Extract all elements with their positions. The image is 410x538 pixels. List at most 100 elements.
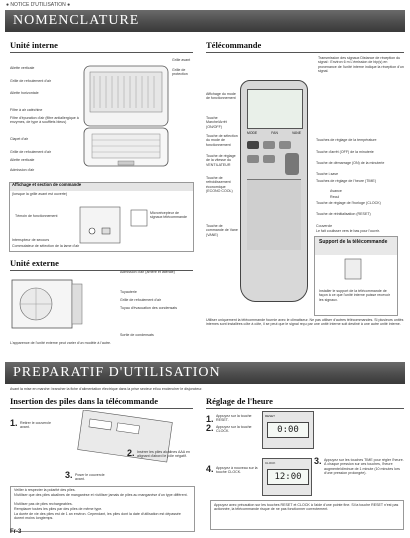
heure-step-3-text: Appuyez sur les touches TIME pour régler… <box>324 458 404 476</box>
label-grille-protection: Grille de protection <box>172 68 188 77</box>
preparatif-banner: PREPARATIF D'UTILISATION <box>5 362 405 384</box>
label-filtre-catechine: Filtre à air catéchine <box>10 108 43 112</box>
outdoor-unit-illustration <box>11 279 83 329</box>
label-clapet: Clapet d'air <box>10 137 29 141</box>
label-econo-cool: Touche de refroidissement économique (EC… <box>206 176 233 194</box>
label-sortie-condensats: Sortie de condensats <box>120 333 154 337</box>
receiver-illustration <box>130 209 148 227</box>
heure-step-2-text: Appuyez sur la touche CLOCK. <box>216 425 252 434</box>
vane-label: VANE <box>292 131 301 135</box>
label-ailette-horizontale: Ailette horizontale <box>10 91 39 95</box>
piles-step-2-text: Insérer les piles alcalines AAA en align… <box>137 450 190 459</box>
label-admission-arriere: Admission d'air (arrière et latérale) <box>120 270 175 274</box>
support-note: Installer le support de la télécommande … <box>319 289 391 302</box>
econo-cool-button[interactable] <box>247 155 259 163</box>
mode-label: MODE <box>247 131 258 135</box>
label-affichage-mode: Affichage du mode de fonctionnement <box>206 92 236 101</box>
section-title: NOMENCLATURE <box>13 13 140 28</box>
piles-note-1: Veiller à respecter la polarité des pile… <box>14 488 76 492</box>
label-clock: Touche de réglage de l'horloge (CLOCK) <box>316 201 381 205</box>
divider <box>10 408 193 409</box>
support-illustration <box>344 258 362 280</box>
remote-clock-illustration-2: CLOCK 12:00 <box>262 458 312 496</box>
label-tuyauterie: Tuyauterie <box>120 290 137 294</box>
label-onoff: Touche Marche/Arrêt (ON/OFF) <box>206 116 227 129</box>
outdoor-note: L'apparence de l'unité externe peut vari… <box>10 341 112 345</box>
piles-step-1-text: Retirer le couvercle avant. <box>20 421 51 430</box>
label-couvercle-note: Le fait coulisser vers le bas pour l'ouv… <box>316 229 380 233</box>
control-section-title: Affichage et section de commande <box>12 182 82 187</box>
control-section-box: Affichage et section de commande (lorsqu… <box>9 182 194 252</box>
indoor-unit-illustration <box>83 65 169 167</box>
support-box: Support de la télécommande Installer le … <box>314 236 398 316</box>
control-panel-illustration <box>79 206 121 244</box>
remote-display <box>247 89 303 129</box>
reset-label: RESET <box>265 414 276 418</box>
piles-step-3-text: Poser le couvercle avant. <box>75 473 105 482</box>
remote-control-illustration: MODE FAN VANE <box>240 80 308 302</box>
remote-cover[interactable] <box>247 179 301 250</box>
heure-step-2-number: 2. <box>206 423 214 433</box>
label-timer-off: Touche d'arrêt (OFF) de la minuterie <box>316 150 374 154</box>
page-number: Fr-3 <box>10 529 22 535</box>
label-grille-avant: Grille avant <box>172 58 191 62</box>
label-avance: Avance <box>330 189 342 193</box>
heure-title: Réglage de l'heure <box>206 396 273 406</box>
temperature-buttons[interactable] <box>285 153 299 175</box>
label-grille-refoulement: Grille de refoulement d'air <box>10 79 52 83</box>
divider <box>10 52 193 53</box>
label-grille-refoulement-2: Grille de refoulement d'air <box>10 150 52 154</box>
label-temperature: Touches de réglage de la température <box>316 138 377 142</box>
piles-note-3: N'utiliser pas de piles rechargeables. <box>14 502 73 506</box>
fan-button[interactable] <box>279 141 291 149</box>
telecommande-title: Télécommande <box>206 40 262 50</box>
divider <box>206 52 404 53</box>
piles-note-5: La durée de vie des piles est de 1 an en… <box>14 512 181 521</box>
label-isave: Touche i-save <box>316 172 339 176</box>
battery-illustration <box>77 410 173 463</box>
label-temoin: Témoin de fonctionnement <box>15 214 58 218</box>
piles-note-2: N'utiliser que des piles alcalines de ma… <box>14 493 188 497</box>
control-section-subtitle: (lorsque la grille avant est ouverte) <box>12 192 68 196</box>
heure-step-1-number: 1. <box>206 414 214 424</box>
divider <box>10 270 193 271</box>
label-admission-air: Admission d'air <box>10 168 35 172</box>
heure-step-4-number: 4. <box>206 464 214 474</box>
vane-button[interactable] <box>263 155 275 163</box>
piles-title: Insertion des piles dans la télécommande <box>10 396 159 406</box>
label-couvercle: Couvercle <box>316 224 333 228</box>
label-interrupteur-secours: Interrupteur de secours <box>12 238 50 242</box>
piles-step-1-number: 1. <box>10 418 18 428</box>
label-ailette-verticale: Ailette verticale <box>10 66 35 70</box>
clock-display-1: 0:00 <box>267 422 309 438</box>
heure-step-4-text: Appuyez à nouveau sur la touche CLOCK. <box>216 466 258 475</box>
remote-screen-labels: MODE FAN VANE <box>247 131 301 141</box>
label-tuyau-evacuation: Tuyau d'évacuation des condensats <box>120 306 178 310</box>
label-filtre-epuration: Filtre d'épuration d'air (filtre antiall… <box>10 116 79 125</box>
label-recul: Recul <box>330 195 340 199</box>
heure-step-1-text: Appuyez sur la touche RESET. <box>216 414 252 423</box>
label-commutateur-lame: Commutateur de sélection de la lame d'ai… <box>12 244 80 248</box>
label-vane: Touche de commande de Vane (VANE) <box>206 224 238 237</box>
nomenclature-banner: NOMENCLATURE <box>5 10 405 32</box>
label-mode-selection: Touche de sélection du mode de fonctionn… <box>206 134 238 147</box>
telecommande-top-note: Transmission des signaux Distance de réc… <box>318 56 404 74</box>
divider <box>206 408 404 409</box>
preparatif-intro: Avant la mise en marche: brancher la fic… <box>10 387 203 391</box>
label-reset: Touche de réinitialisation (RESET) <box>316 212 371 216</box>
unit-interne-title: Unité interne <box>10 40 58 50</box>
notice-header: ● NOTICE D'UTILISATION ● <box>6 2 71 8</box>
fan-label: FAN <box>271 131 278 135</box>
onoff-button[interactable] <box>247 141 259 149</box>
label-timer-on: Touche de démarrage (ON) de la minuterie <box>316 161 385 165</box>
heure-step-3-number: 3. <box>314 456 322 466</box>
piles-note-4: Remplacer toutes les piles par des piles… <box>14 507 103 511</box>
piles-step-2-number: 2. <box>127 448 135 458</box>
label-time: Touches de réglage de l'heure (TIME) <box>316 179 377 183</box>
clock-label: CLOCK <box>265 461 276 465</box>
mode-button[interactable] <box>263 141 275 149</box>
piles-notes-box: Veiller à respecter la polarité des pile… <box>10 486 195 532</box>
section-title: PREPARATIF D'UTILISATION <box>13 365 221 380</box>
heure-note: Appuyez avec précaution sur les touches … <box>214 503 399 512</box>
label-grille-refoulement-ext: Grille de refoulement d'air <box>120 298 162 302</box>
